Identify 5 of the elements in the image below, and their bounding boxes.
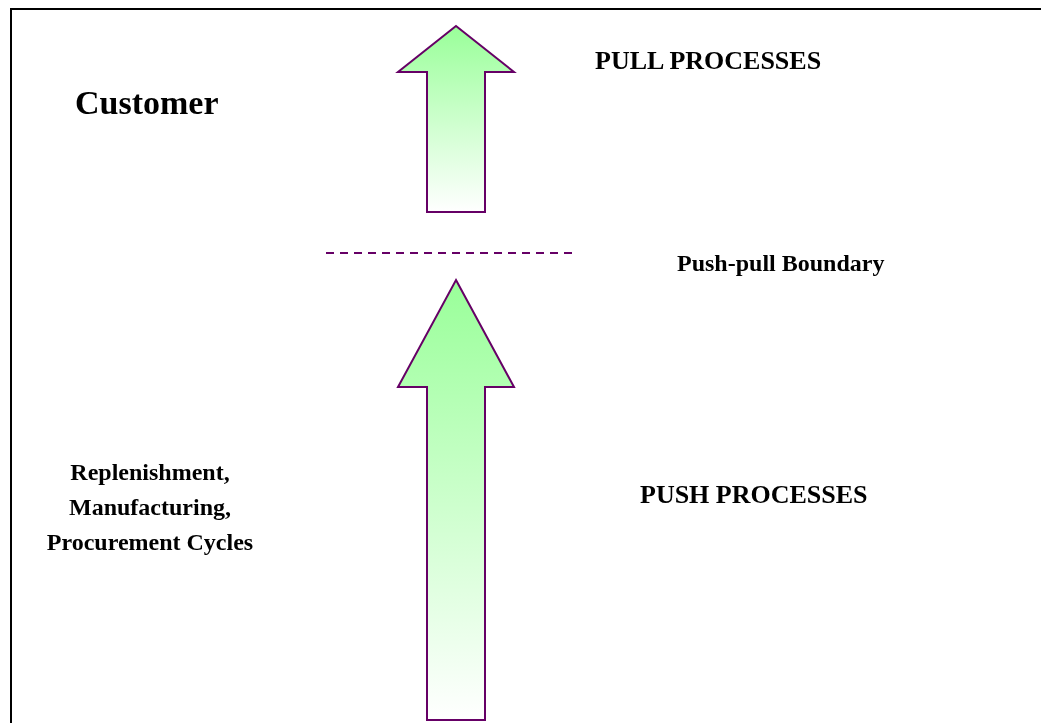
text-label: Customer <box>75 83 220 123</box>
text-label: Replenishment, Manufacturing, Procurement Cycles <box>45 458 255 557</box>
text-label: Push-pull Boundary <box>677 249 886 278</box>
text-label: PUSH PROCESSES <box>640 479 869 511</box>
text-label: PULL PROCESSES <box>595 45 823 77</box>
